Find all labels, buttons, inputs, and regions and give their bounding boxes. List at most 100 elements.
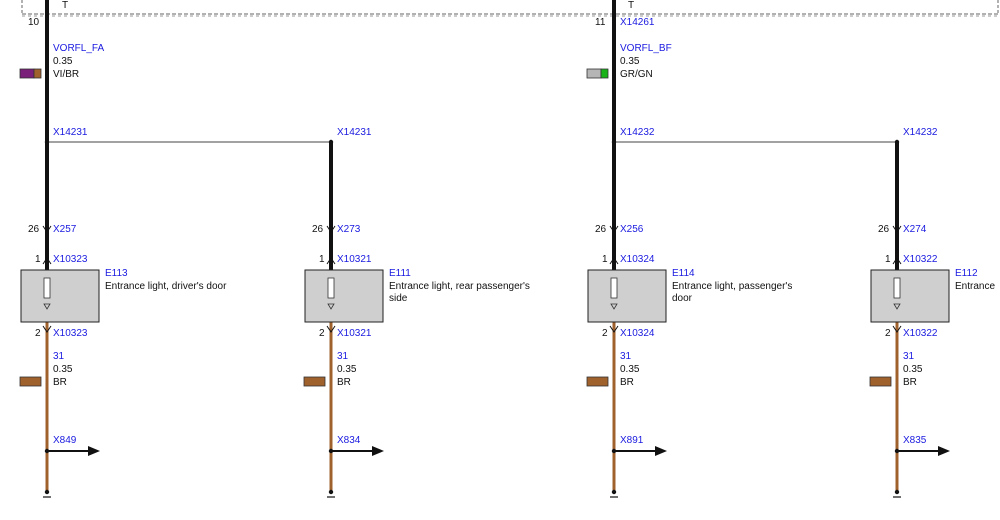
branch-e114: 26 X256 1 X10324 E114 Entrance light, pa…	[586, 142, 795, 498]
branch-e113: 26 X257 1 X10323 E113 Entrance light, dr…	[19, 142, 227, 498]
device-id: E113	[105, 268, 128, 279]
arrow-right-icon[interactable]	[88, 446, 100, 456]
pin-chevron	[892, 257, 902, 265]
wire-name: VORFL_BF	[620, 43, 672, 54]
diode-icon	[43, 303, 51, 310]
connector-1: X10324	[620, 254, 655, 265]
connector-2: X10322	[903, 328, 938, 339]
wire-color-swatch	[19, 68, 42, 79]
wire-name: 31	[53, 351, 65, 362]
wire-color-swatch	[869, 376, 892, 387]
pin-chevron	[326, 225, 336, 233]
pin-chevron	[42, 225, 52, 233]
connector-26: X274	[903, 224, 927, 235]
connector-2: X10323	[53, 328, 88, 339]
device-box[interactable]	[587, 269, 667, 323]
connector-1: X10322	[903, 254, 938, 265]
device-label: Entrance	[955, 281, 995, 292]
pin-2: 2	[885, 328, 891, 339]
wire-color: GR/GN	[620, 69, 653, 80]
pin-chevron	[609, 325, 619, 333]
ground-connector: X891	[620, 435, 644, 446]
node-dot	[611, 448, 617, 454]
branch-e112: 26 X274 1 X10322 E112 Entrance 2 X10322 …	[869, 142, 995, 498]
lamp-icon	[610, 277, 618, 299]
branch-e111: 26 X273 1 X10321 E111 Entrance light, re…	[303, 142, 533, 498]
connector-1: X10323	[53, 254, 88, 265]
connector-2: X10324	[620, 328, 655, 339]
wire-name: 31	[620, 351, 632, 362]
pin-chevron	[609, 225, 619, 233]
end-dot	[44, 489, 50, 495]
diode-icon	[327, 303, 335, 310]
pin-1: 1	[602, 254, 608, 265]
pin-26: 26	[28, 224, 40, 235]
node-dot	[44, 448, 50, 454]
device-id: E111	[389, 268, 411, 279]
device-box[interactable]	[304, 269, 384, 323]
pin-1: 1	[885, 254, 891, 265]
pin-chevron	[892, 225, 902, 233]
device-box[interactable]	[870, 269, 950, 323]
connector-26: X256	[620, 224, 644, 235]
device-box[interactable]	[20, 269, 100, 323]
lamp-icon	[327, 277, 335, 299]
pin-chevron	[42, 257, 52, 265]
arrow-right-icon[interactable]	[655, 446, 667, 456]
lamp-icon	[43, 277, 51, 299]
pin-chevron	[326, 257, 336, 265]
end-dot	[894, 489, 900, 495]
end-dot	[611, 489, 617, 495]
pin-26: 26	[595, 224, 607, 235]
device-label: Entrance light, driver's door	[105, 281, 227, 292]
wire-color-swatch	[586, 68, 609, 79]
column-right: 11 X14261 VORFL_BF 0.35 GR/GN X14232 X14…	[586, 0, 938, 145]
device-label: Entrance light, passenger's door	[672, 281, 795, 304]
splice-connector: X14232	[620, 127, 655, 138]
splice-connector: X14232	[903, 127, 938, 138]
pin-chevron	[42, 325, 52, 333]
pin-chevron	[892, 325, 902, 333]
pin-2: 2	[35, 328, 41, 339]
wire-size: 0.35	[903, 364, 923, 375]
pin-26: 26	[312, 224, 324, 235]
wire-name: 31	[337, 351, 349, 362]
diode-icon	[893, 303, 901, 310]
top-pin: 10	[28, 17, 40, 28]
ground-connector: X835	[903, 435, 927, 446]
splice-connector: X14231	[337, 127, 372, 138]
pin-chevron	[609, 257, 619, 265]
top-tick-left: T	[62, 0, 68, 11]
wire-color: BR	[337, 377, 351, 388]
top-tick-right: T	[628, 0, 634, 11]
pin-1: 1	[319, 254, 325, 265]
wire-size: 0.35	[53, 56, 73, 67]
wire-name: 31	[903, 351, 915, 362]
arrow-right-icon[interactable]	[372, 446, 384, 456]
column-left: 10 VORFL_FA 0.35 VI/BR X14231 X14231	[19, 0, 372, 145]
top-pin: 11	[595, 17, 606, 28]
pin-2: 2	[602, 328, 608, 339]
connector-26: X273	[337, 224, 361, 235]
top-boundary: T T	[21, 0, 999, 17]
wire-size: 0.35	[53, 364, 73, 375]
wire-size: 0.35	[620, 364, 640, 375]
wire-color: BR	[903, 377, 917, 388]
wire-size: 0.35	[620, 56, 640, 67]
wire-color-swatch	[303, 376, 326, 387]
device-id: E112	[955, 268, 978, 279]
wire-color-swatch	[19, 376, 42, 387]
top-connector: X14261	[620, 17, 655, 28]
pin-2: 2	[319, 328, 325, 339]
arrow-right-icon[interactable]	[938, 446, 950, 456]
connector-26: X257	[53, 224, 77, 235]
ground-connector: X834	[337, 435, 361, 446]
connector-2: X10321	[337, 328, 372, 339]
splice-connector: X14231	[53, 127, 88, 138]
pin-chevron	[326, 325, 336, 333]
device-label: Entrance light, rear passenger's side	[389, 281, 533, 304]
wire-color: BR	[53, 377, 67, 388]
diode-icon	[610, 303, 618, 310]
wire-color: BR	[620, 377, 634, 388]
